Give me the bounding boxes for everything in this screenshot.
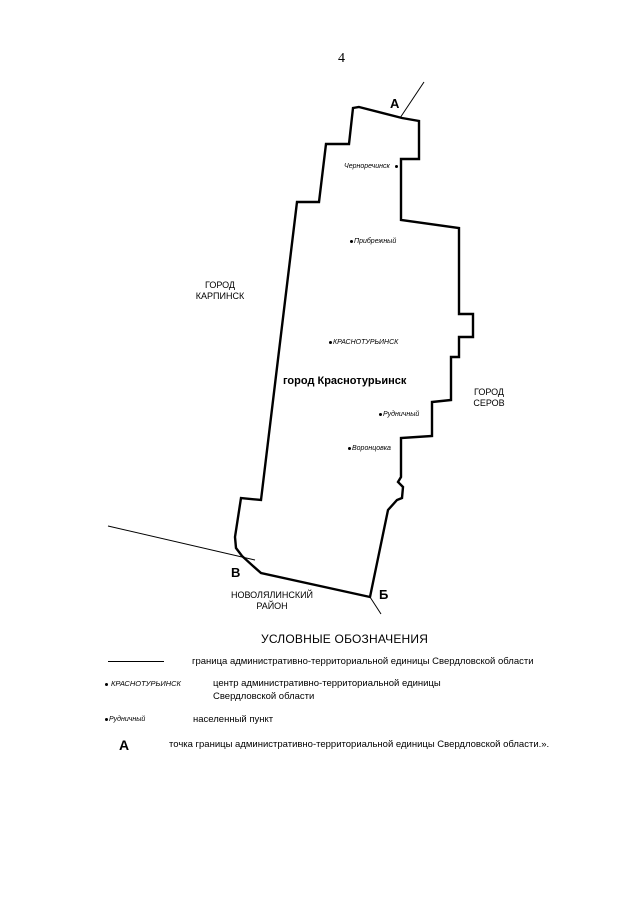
settlement-dot-icon (350, 239, 353, 243)
center-dot-icon (329, 340, 332, 344)
center-dot-icon (105, 682, 108, 686)
settlement-dot-icon (348, 446, 351, 450)
page-number: 4 (338, 51, 345, 66)
legend-settlement-symbol-label: Рудничный (109, 716, 146, 723)
legend-center-text-line2: Свердловской области (213, 691, 315, 702)
settlement-rudnichny: Рудничный (379, 411, 419, 418)
city-center-krasnoturinsk: КРАСНОТУРЬИНСК (329, 339, 398, 346)
neighbor-novolyalinsky-line1: НОВОЛЯЛИНСКИЙ (230, 590, 314, 600)
settlement-vorontsovka: Воронцовка (348, 445, 391, 452)
settlement-dot-icon (394, 164, 398, 168)
settlement-chernorechensk-label: Черноречинск (344, 163, 390, 170)
district-name: город Краснотурьинск (283, 375, 407, 387)
corner-point-v: В (231, 565, 241, 580)
legend-center-symbol: КРАСНОТУРЬИНСК (105, 679, 181, 688)
city-center-krasnoturinsk-label: КРАСНОТУРЬИНСК (333, 339, 399, 346)
legend-boundary-text: граница административно-территориальной … (192, 656, 534, 667)
settlement-dot-icon (379, 412, 382, 416)
legend-center-text-line1: центр административно-территориальной ед… (213, 678, 441, 689)
district-boundary (233, 105, 475, 599)
settlement-dot-icon (105, 717, 108, 721)
neighbor-label-serov: ГОРОД СЕРОВ (464, 387, 514, 409)
radial-line-v (107, 525, 256, 561)
radial-line-b (369, 596, 382, 615)
settlement-rudnichny-label: Рудничный (383, 411, 420, 418)
settlement-vorontsovka-label: Воронцовка (352, 445, 391, 452)
corner-point-a: А (390, 96, 400, 111)
legend-point-text: точка границы административно-территориа… (169, 739, 550, 750)
settlement-chernorechensk: Черноречинск (344, 163, 399, 170)
legend-settlement-symbol: Рудничный (105, 716, 145, 723)
radial-line-a (399, 81, 425, 119)
legend-center-symbol-label: КРАСНОТУРЬИНСК (111, 679, 181, 688)
neighbor-karpinsk-line1: ГОРОД (204, 280, 236, 290)
neighbor-serov-line2: СЕРОВ (473, 398, 505, 408)
settlement-pribrezhny-label: Прибрежный (354, 238, 397, 245)
legend-center-text: центр административно-территориальной ед… (213, 677, 441, 703)
neighbor-label-karpinsk: ГОРОД КАРПИНСК (192, 280, 248, 302)
settlement-pribrezhny: Прибрежный (350, 238, 396, 245)
corner-point-b: Б (379, 587, 389, 602)
neighbor-novolyalinsky-line2: РАЙОН (256, 601, 288, 611)
neighbor-karpinsk-line2: КАРПИНСК (195, 291, 245, 301)
legend-settlement-text: населенный пункт (193, 714, 274, 725)
neighbor-label-novolyalinsky: НОВОЛЯЛИНСКИЙ РАЙОН (222, 590, 322, 612)
legend-boundary-line-icon (108, 661, 164, 662)
neighbor-serov-line1: ГОРОД (473, 387, 505, 397)
legend-point-symbol: А (119, 737, 130, 753)
legend-title: УСЛОВНЫЕ ОБОЗНАЧЕНИЯ (261, 632, 429, 646)
